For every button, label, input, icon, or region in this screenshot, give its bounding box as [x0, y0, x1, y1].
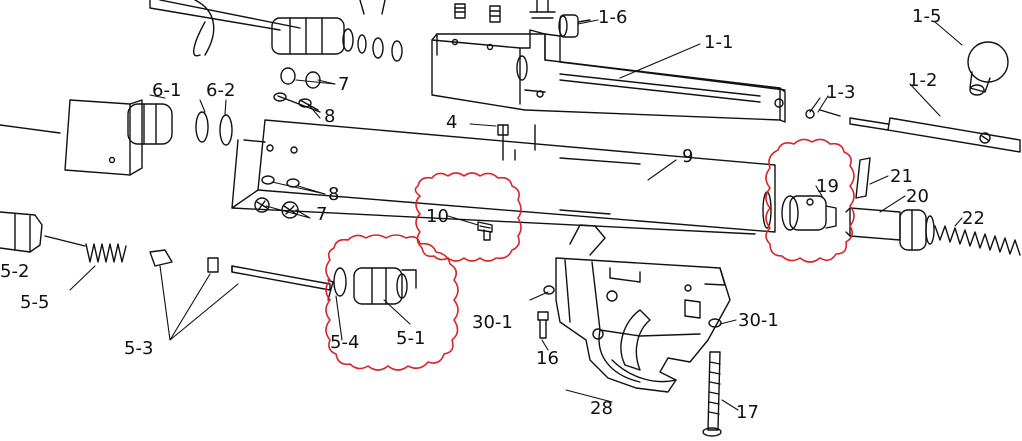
label-9: 9 [682, 146, 694, 167]
label-5-4: 5-4 [330, 332, 360, 353]
receiver-1-1 [431, 29, 786, 123]
pin-1-6 [558, 14, 591, 38]
label-10: 10 [426, 206, 449, 227]
label-5-2: 5-2 [0, 261, 30, 282]
barrel-tube [149, 0, 403, 62]
label-5-5: 5-5 [20, 292, 50, 313]
screws-7-8-top [273, 67, 321, 113]
label-8-mid: 8 [328, 184, 340, 205]
label-1-3: 1-3 [826, 82, 856, 103]
spring-5-5 [44, 235, 127, 263]
label-28: 28 [590, 398, 613, 419]
label-1-1: 1-1 [704, 32, 734, 53]
screw-17 [702, 351, 722, 437]
screw-16 [537, 311, 549, 339]
label-6-2: 6-2 [206, 80, 236, 101]
part-5-2 [0, 211, 43, 253]
screw-4 [497, 124, 509, 161]
highlight-cloud-10 [414, 172, 522, 262]
leader-lines [69, 19, 963, 411]
label-4: 4 [446, 112, 458, 133]
label-20: 20 [906, 186, 929, 207]
label-1-5: 1-5 [912, 6, 942, 27]
bolt-rod-1-2 [805, 109, 1021, 153]
highlight-clouds [325, 138, 855, 371]
highlight-cloud-5-1 [325, 234, 459, 371]
label-30-1-right: 30-1 [738, 310, 779, 331]
parts-5-3 [149, 249, 331, 291]
screws-top [454, 0, 556, 23]
label-17: 17 [736, 402, 759, 423]
label-1-6: 1-6 [598, 7, 628, 28]
label-5-3: 5-3 [124, 338, 154, 359]
label-22: 22 [962, 208, 985, 229]
label-19: 19 [816, 176, 839, 197]
part-5-1 [327, 267, 417, 305]
end-cap-6-1 [64, 99, 233, 176]
part-20 [845, 207, 935, 251]
label-21: 21 [890, 166, 913, 187]
label-5-1: 5-1 [396, 328, 426, 349]
highlight-cloud-19 [765, 138, 855, 263]
part-19 [781, 195, 837, 231]
label-1-2: 1-2 [908, 70, 938, 91]
label-6-1: 6-1 [152, 80, 182, 101]
axis-line-left [0, 124, 61, 134]
pin-21 [855, 157, 871, 199]
spring-22 [934, 225, 1021, 256]
screw-10 [477, 221, 493, 241]
label-30-1-left: 30-1 [472, 312, 513, 333]
label-16: 16 [536, 348, 559, 369]
label-8-top: 8 [324, 106, 336, 127]
trigger-group-28 [555, 224, 731, 393]
bolt-knob-1-5 [967, 41, 1009, 96]
label-7-mid: 7 [316, 204, 328, 225]
nuts-30-1 [543, 285, 722, 328]
label-7-top: 7 [338, 74, 350, 95]
